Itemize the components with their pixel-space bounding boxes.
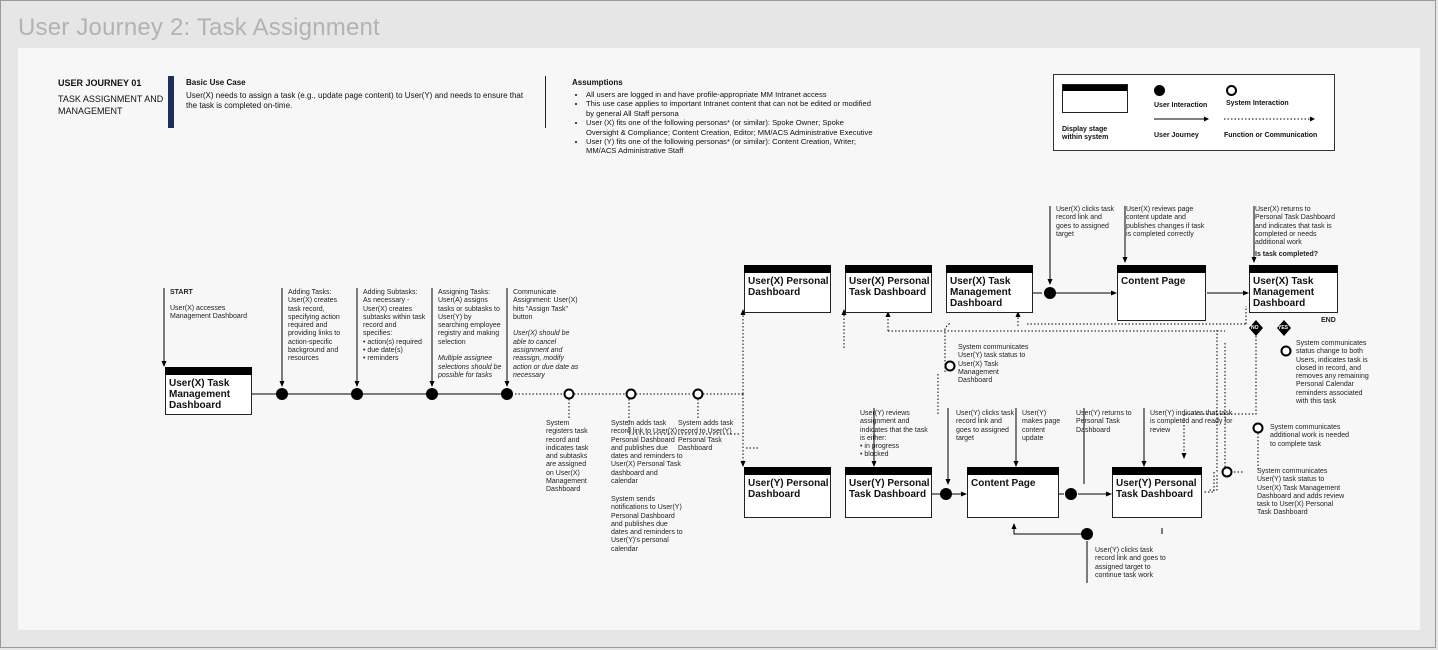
no-label: NO xyxy=(1251,325,1259,331)
y-indicates: User(Y) indicates that task is completed… xyxy=(1150,410,1233,434)
journey-label: USER JOURNEY 01 xyxy=(58,78,142,88)
legend-system-dot xyxy=(1226,85,1237,96)
stage-label: Content Page xyxy=(1121,276,1186,287)
y-makes: User(Y) makes page content update xyxy=(1022,410,1061,442)
step-adding-tasks: Adding Tasks: User(X) creates task recor… xyxy=(288,289,341,363)
legend-user-journey: User Journey xyxy=(1154,132,1199,139)
stage-label: User(Y) Personal Task Dashboard xyxy=(849,478,930,500)
legend-display-stage: Display stage within system xyxy=(1062,126,1109,141)
header-divider xyxy=(545,76,546,128)
start-text: User(X) accesses Management Dashboard xyxy=(170,305,248,321)
y-returns: User(Y) returns to Personal Task Dashboa… xyxy=(1076,410,1132,434)
sys-sends: System sends notifications to User(Y) Pe… xyxy=(611,496,683,553)
y-clicks: User(Y) clicks task record link and goes… xyxy=(956,410,1014,442)
stage-x-task-mgmt-1[interactable]: User(X) Task Management Dashboard xyxy=(165,367,252,415)
user-dots xyxy=(276,287,1093,540)
subtask-bullet: • due date(s) xyxy=(363,347,403,355)
y-clicks-2: User(Y) clicks task record link and goes… xyxy=(1095,547,1166,579)
use-case-title: Basic Use Case xyxy=(186,78,246,87)
stage-x-personal-task[interactable]: User(X) Personal Task Dashboard xyxy=(845,265,932,313)
x-clicks: User(X) clicks task record link and goes… xyxy=(1056,206,1114,238)
x-returns: User(X) returns to Personal Task Dashboa… xyxy=(1255,206,1336,247)
stage-y-personal-task[interactable]: User(Y) Personal Task Dashboard xyxy=(845,467,932,518)
step-assigning-tasks: Assigning Tasks: User(A) assigns tasks o… xyxy=(438,289,502,380)
legend-display-stage-shape xyxy=(1062,84,1128,113)
page-title: User Journey 2: Task Assignment xyxy=(18,14,380,41)
stage-x-personal[interactable]: User(X) Personal Dashboard xyxy=(744,265,831,313)
stage-y-personal-task-2[interactable]: User(Y) Personal Task Dashboard xyxy=(1112,467,1202,518)
sys-registers: System registers task record and indicat… xyxy=(546,420,589,494)
accent-bar xyxy=(168,76,174,128)
y-reviews: User(Y) reviews assignment and indicates… xyxy=(860,410,930,460)
step-communicate: Communicate Assignment: User(X) hits "As… xyxy=(513,289,579,380)
step-communicate-text: Communicate Assignment: User(X) hits "As… xyxy=(513,289,578,321)
step-assigning-note: Multiple assignee selections should be p… xyxy=(438,355,502,379)
legend-system-interaction: System Interaction xyxy=(1226,100,1289,107)
step-adding-subtasks-text: Adding Subtasks: As necessary - User(X) … xyxy=(363,289,426,338)
sys-adds-link: System adds task record link to User(X) … xyxy=(611,420,683,486)
stage-x-task-mgmt-2[interactable]: User(X) Task Management Dashboard xyxy=(946,265,1033,313)
assumption-item: All users are logged in and have profile… xyxy=(586,90,876,99)
stage-label: User(X) Task Management Dashboard xyxy=(1253,276,1315,309)
sys-y-status-2: System communicates User(Y) task status … xyxy=(1257,468,1345,517)
stage-label: Content Page xyxy=(971,478,1036,489)
is-completed: Is task completed? xyxy=(1255,251,1319,258)
y-bullet: • in progress xyxy=(860,443,900,451)
stage-label: User(X) Personal Dashboard xyxy=(748,276,829,298)
assumptions-title: Assumptions xyxy=(572,78,623,87)
use-case-text: User(X) needs to assign a task (e.g., up… xyxy=(186,91,524,110)
stage-label: User(Y) Personal Task Dashboard xyxy=(1116,478,1197,500)
journey-subtitle: TASK ASSIGNMENT AND MANAGEMENT xyxy=(58,94,164,116)
assumption-item: User (X) fits one of the following perso… xyxy=(586,118,876,137)
stage-x-task-mgmt-end[interactable]: User(X) Task Management Dashboard xyxy=(1249,265,1338,313)
legend-user-interaction: User Interaction xyxy=(1154,102,1208,109)
stage-label: User(X) Personal Task Dashboard xyxy=(849,276,930,298)
system-dots xyxy=(563,345,1292,478)
x-reviews: User(X) reviews page content update and … xyxy=(1126,206,1205,238)
sys-y-status: System communicates User(Y) task status … xyxy=(958,344,1029,385)
step-adding-subtasks: Adding Subtasks: As necessary - User(X) … xyxy=(363,289,427,364)
y-reviews-text: User(Y) reviews assignment and indicates… xyxy=(860,410,928,442)
stage-label: User(X) Task Management Dashboard xyxy=(950,276,1012,309)
stage-content-page-top[interactable]: Content Page xyxy=(1117,265,1206,321)
yes-label: YES xyxy=(1278,325,1289,331)
assumptions-list: All users are logged in and have profile… xyxy=(576,90,876,156)
journey-board: USER JOURNEY 01 TASK ASSIGNMENT AND MANA… xyxy=(18,48,1420,630)
step-communicate-note: User(X) should be able to cancel assignm… xyxy=(513,330,579,379)
y-bullet: • blocked xyxy=(860,451,889,459)
sys-additional: System communicates additional work is n… xyxy=(1270,424,1349,448)
stage-y-personal[interactable]: User(Y) Personal Dashboard xyxy=(744,467,831,518)
legend-user-dot xyxy=(1154,85,1165,96)
flow-connectors xyxy=(161,206,1292,583)
sys-adds-y: System adds task record to User(Y) Perso… xyxy=(678,420,734,452)
assumption-item: This use case applies to important Intra… xyxy=(586,99,876,118)
sys-status-change: System communicates status change to bot… xyxy=(1296,340,1369,406)
subtask-bullet: • reminders xyxy=(363,355,399,363)
start-title: START xyxy=(170,289,193,296)
subtask-bullet: • action(s) required xyxy=(363,338,422,346)
step-assigning-text: Assigning Tasks: User(A) assigns tasks o… xyxy=(438,289,501,346)
stage-label: User(X) Task Management Dashboard xyxy=(169,378,231,411)
stage-label: User(Y) Personal Dashboard xyxy=(748,478,829,500)
stage-content-page-bottom[interactable]: Content Page xyxy=(967,467,1059,518)
legend-arrows xyxy=(1154,116,1315,122)
assumption-item: User (Y) fits one of the following perso… xyxy=(586,137,876,156)
end-label: END xyxy=(1321,317,1336,324)
legend-function-comm: Function or Communication xyxy=(1224,132,1318,139)
decision-diamonds xyxy=(1249,320,1291,336)
legend: Display stage within system User Interac… xyxy=(1053,74,1335,151)
